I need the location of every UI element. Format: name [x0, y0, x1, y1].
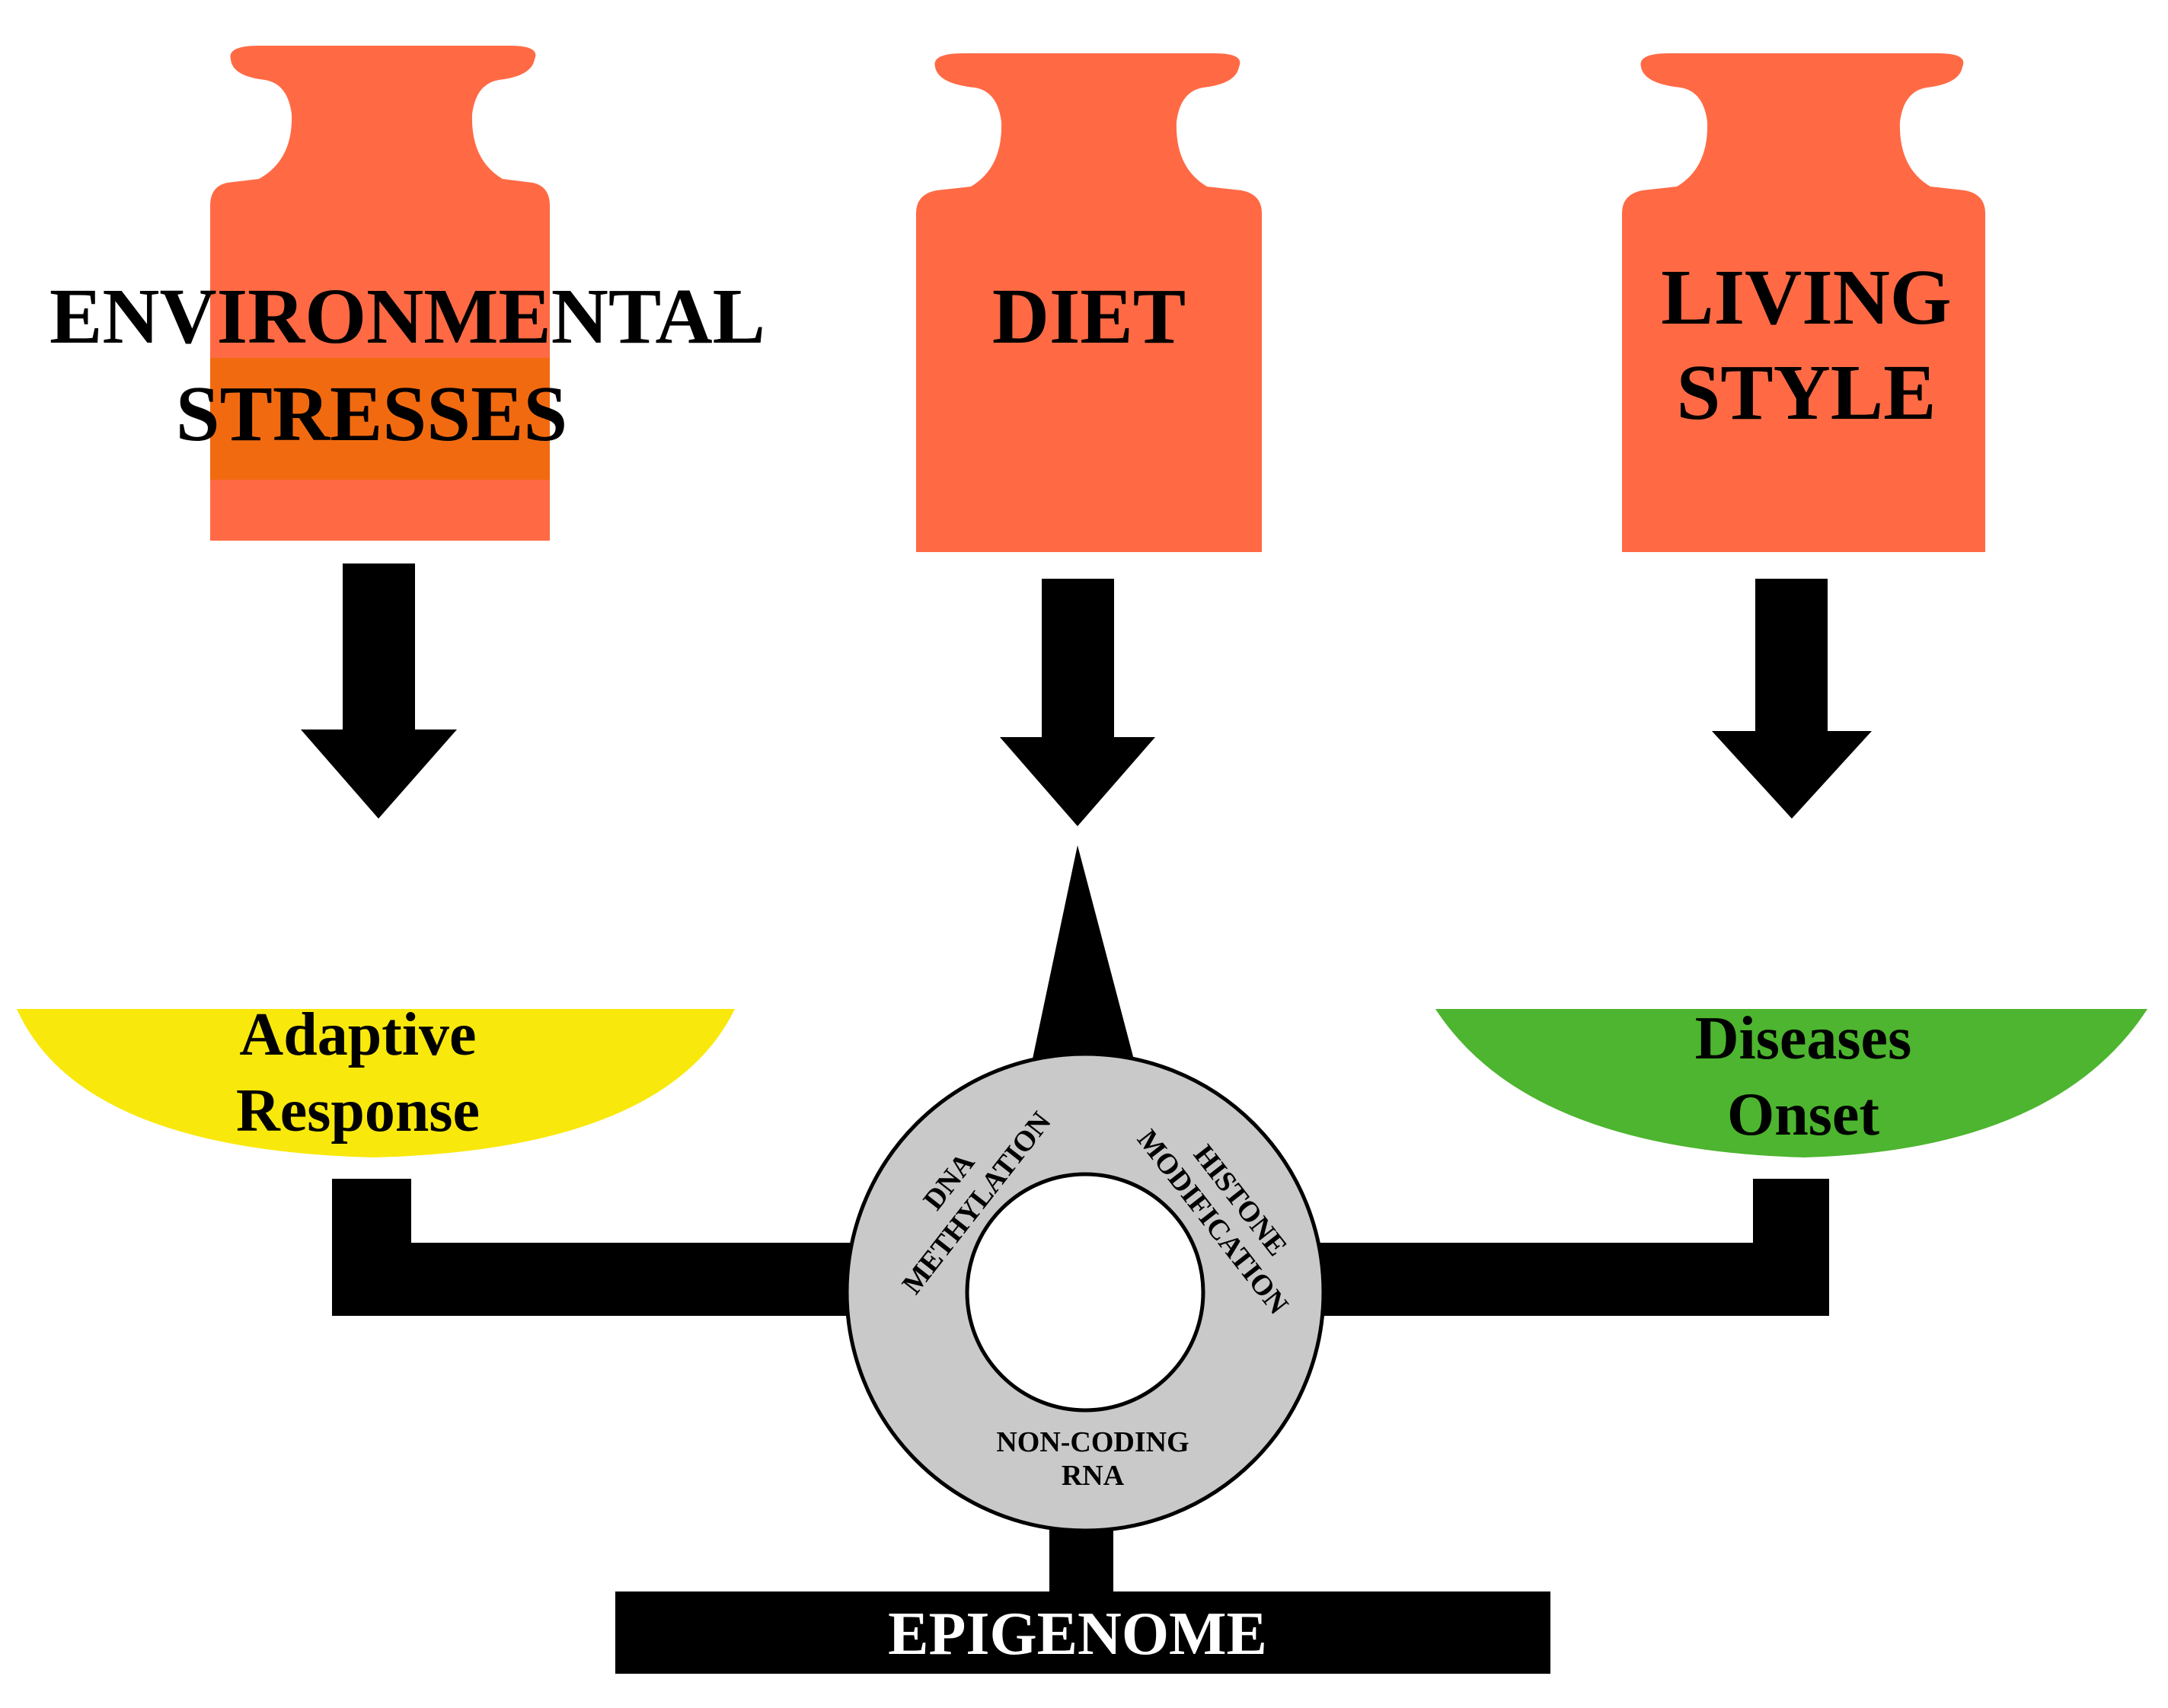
weight-environmental-label-line1: ENVIRONMENTAL	[49, 273, 765, 360]
label-white-box	[550, 373, 653, 480]
weight-living-style-label-line2: STYLE	[1676, 349, 1936, 436]
weight-diet-body	[916, 53, 1262, 552]
weight-living-style-body	[1622, 53, 1985, 552]
pan-right-label-line1: Diseases	[1695, 1005, 1911, 1072]
scale-beam-left	[332, 1179, 853, 1316]
weight-environmental-highlight	[210, 358, 550, 480]
ring-label-rna: RNA	[1062, 1460, 1125, 1492]
weight-living-style-label-line1: LIVING	[1661, 254, 1951, 341]
scale-base-label: EPIGENOME	[888, 1601, 1267, 1668]
weight-diet: DIET	[916, 53, 1262, 552]
weight-living-style: LIVING STYLE	[1622, 53, 1985, 552]
scale-base	[615, 1591, 1550, 1674]
weight-environmental-label-line2: STRESSES	[176, 370, 568, 458]
weight-diet-label: DIET	[992, 273, 1186, 360]
ring-label-non-coding: NON-CODING	[996, 1426, 1189, 1458]
pan-right-label-line2: Onset	[1727, 1081, 1879, 1148]
pan-left-label-line1: Adaptive	[239, 1001, 476, 1068]
weight-environmental: ENVIRONMENTAL STRESSES	[49, 46, 765, 541]
pan-left	[17, 1009, 735, 1157]
pan-right	[1435, 1009, 2147, 1157]
arrow-down-icon	[1712, 579, 1872, 819]
arrow-down-icon	[301, 563, 457, 819]
epigenome-ring-hole	[965, 1172, 1205, 1413]
pan-left-label-line2: Response	[236, 1077, 480, 1145]
scale-beam-right	[1310, 1179, 1829, 1316]
arrow-down-icon	[1000, 579, 1155, 826]
scale-pointer	[1032, 845, 1135, 1062]
